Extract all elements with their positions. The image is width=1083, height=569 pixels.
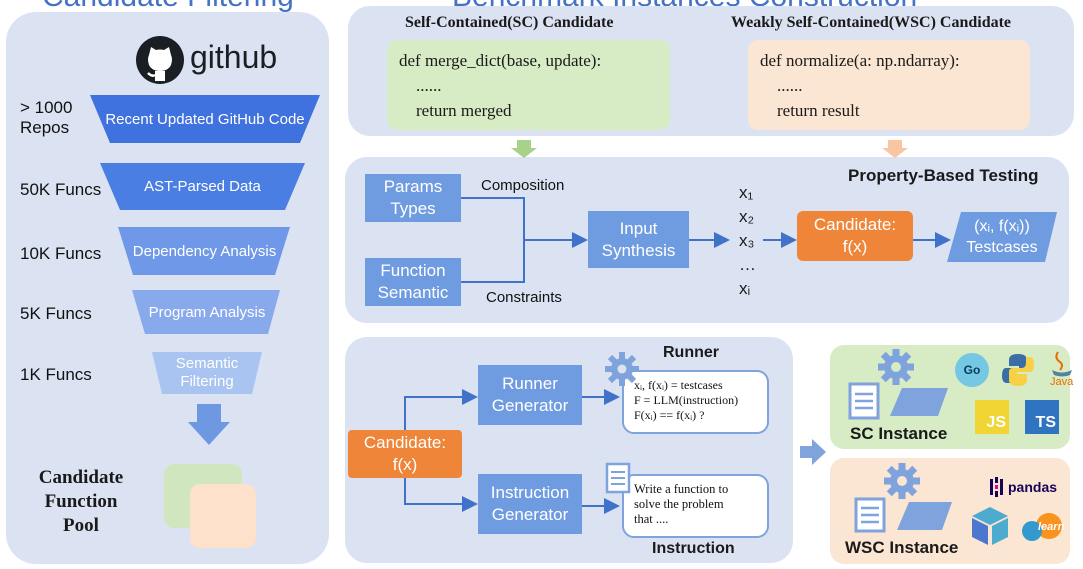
- funnel-stage-1-shape: [90, 95, 320, 143]
- funnel-count-5: 1K Funcs: [20, 365, 92, 384]
- wsc-candidate-heading: Weakly Self-Contained(WSC) Candidate: [731, 14, 1012, 31]
- sc-instance-label: SC Instance: [850, 424, 948, 443]
- synth-input-xi: xᵢ: [739, 279, 751, 298]
- pbt-candidate-box: Candidate: f(x): [797, 211, 913, 261]
- instruction-line-3: that ....: [634, 512, 669, 526]
- pandas-logo: pandas: [990, 476, 1057, 498]
- wsc-code-line-1: def normalize(a: np.ndarray):: [760, 51, 960, 70]
- funnel-stage-1: Recent Updated GitHub Code: [105, 110, 305, 128]
- wsc-gear-icon: [884, 463, 920, 499]
- params-connector: [461, 197, 525, 240]
- testcases-parallelogram: [947, 212, 1057, 262]
- funnel-stage-5: Semantic Filtering: [175, 355, 239, 390]
- sc-candidate-heading: Self-Contained(SC) Candidate: [405, 14, 614, 31]
- instruction-line-2: solve the problem: [634, 497, 724, 511]
- numpy-logo-icon: [970, 505, 1010, 547]
- pool-square-front: [190, 484, 256, 548]
- candidate-function-pool-label: Candidate Function Pool: [38, 467, 124, 536]
- synth-input-x2: x₂: [739, 207, 755, 226]
- synth-inputs-list: x₁ x₂ x₃ … xᵢ: [739, 181, 756, 301]
- github-logo: github: [135, 35, 295, 85]
- github-octocat-icon: [136, 36, 184, 84]
- javascript-logo-icon: JS: [975, 400, 1009, 434]
- runner-title: Runner: [663, 344, 719, 361]
- funnel-down-arrow: [188, 404, 230, 445]
- instruction-title: Instruction: [652, 540, 735, 557]
- wsc-document-icon: [854, 497, 886, 533]
- wsc-down-arrow: [882, 140, 908, 158]
- synth-input-x1: x₁: [739, 183, 754, 202]
- sc-code-line-3: return merged: [399, 101, 512, 120]
- candidate-to-instruction-connector: [404, 478, 478, 512]
- runner-generator-box: Runner Generator: [478, 365, 582, 425]
- funnel-stage-5-shape: [152, 352, 262, 394]
- runner-line-1: xᵢ, f(xᵢ) = testcases: [634, 378, 723, 392]
- synth-input-ellipsis: …: [739, 255, 756, 274]
- sc-document-icon: [848, 382, 880, 420]
- instruction-bubble: Write a function to solve the problem th…: [622, 474, 769, 538]
- function-semantic-box: Function Semantic: [365, 258, 461, 306]
- funnel-count-3: 10K Funcs: [20, 244, 102, 263]
- funnel-count-1: > 1000 Repos: [20, 98, 73, 137]
- java-logo-text: Java: [1050, 376, 1074, 388]
- to-instances-arrow: [800, 439, 826, 465]
- runner-bubble: xᵢ, f(xᵢ) = testcases F = LLM(instructio…: [622, 370, 769, 434]
- sc-gear-icon: [878, 349, 914, 385]
- sklearn-blue-circle-icon: [1022, 521, 1042, 541]
- wsc-code-line-3: return result: [760, 101, 860, 120]
- sklearn-logo-text: learn: [1038, 521, 1065, 533]
- function-connector: [461, 240, 525, 283]
- python-logo-icon: [1001, 352, 1035, 388]
- funnel-stage-3: Dependency Analysis: [132, 242, 277, 260]
- java-logo-icon: Java: [1046, 350, 1078, 392]
- typescript-logo-icon: TS: [1025, 400, 1059, 434]
- runner-line-2: F = LLM(instruction): [634, 393, 739, 407]
- runner-gear-icon: [605, 352, 639, 386]
- testcases-label: (xᵢ, f(xᵢ)) Testcases: [966, 218, 1038, 256]
- wsc-code-line-2: ......: [760, 76, 803, 95]
- wsc-instance-label: WSC Instance: [845, 538, 959, 557]
- funnel-stage-2: AST-Parsed Data: [144, 178, 261, 195]
- pandas-bars-icon: [990, 477, 1003, 497]
- wsc-code-box: def normalize(a: np.ndarray): ...... ret…: [748, 40, 1030, 130]
- instruction-line-1: Write a function to: [634, 482, 729, 496]
- github-wordmark: github: [190, 39, 278, 75]
- funnel-stage-3-shape: [118, 227, 290, 275]
- composition-label: Composition: [481, 177, 565, 194]
- sc-code-line-1: def merge_dict(base, update):: [399, 51, 602, 70]
- instruction-generator-box: Instruction Generator: [478, 474, 582, 534]
- runner-line-3: F(xᵢ) == f(xᵢ) ?: [634, 408, 705, 422]
- sklearn-logo: learn: [1020, 513, 1070, 543]
- runner-candidate-box: Candidate: f(x): [348, 430, 462, 478]
- candidate-to-runner-connector: [404, 389, 478, 430]
- sc-down-arrow: [511, 140, 537, 158]
- funnel-stage-4: Program Analysis: [148, 303, 266, 321]
- sc-code-line-2: ......: [399, 76, 442, 95]
- input-synthesis-box: Input Synthesis: [588, 211, 689, 268]
- params-types-box: Params Types: [365, 174, 461, 222]
- sc-code-box: def merge_dict(base, update): ...... ret…: [387, 40, 670, 130]
- pbt-title: Property-Based Testing: [848, 166, 1039, 185]
- constraints-label: Constraints: [486, 289, 562, 306]
- funnel-count-4: 5K Funcs: [20, 304, 92, 323]
- left-section-title: Candidate Filtering: [42, 0, 294, 14]
- funnel-stage-4-shape: [132, 290, 280, 334]
- wsc-parallelogram-icon: [897, 502, 952, 530]
- go-logo-icon: Go: [955, 353, 989, 387]
- funnel-stage-2-shape: [100, 163, 305, 210]
- pandas-logo-text: pandas: [1008, 479, 1058, 495]
- funnel-count-2: 50K Funcs: [20, 180, 102, 199]
- sc-parallelogram-icon: [890, 388, 948, 416]
- synth-input-x3: x₃: [739, 231, 755, 250]
- instruction-document-icon: [605, 462, 631, 494]
